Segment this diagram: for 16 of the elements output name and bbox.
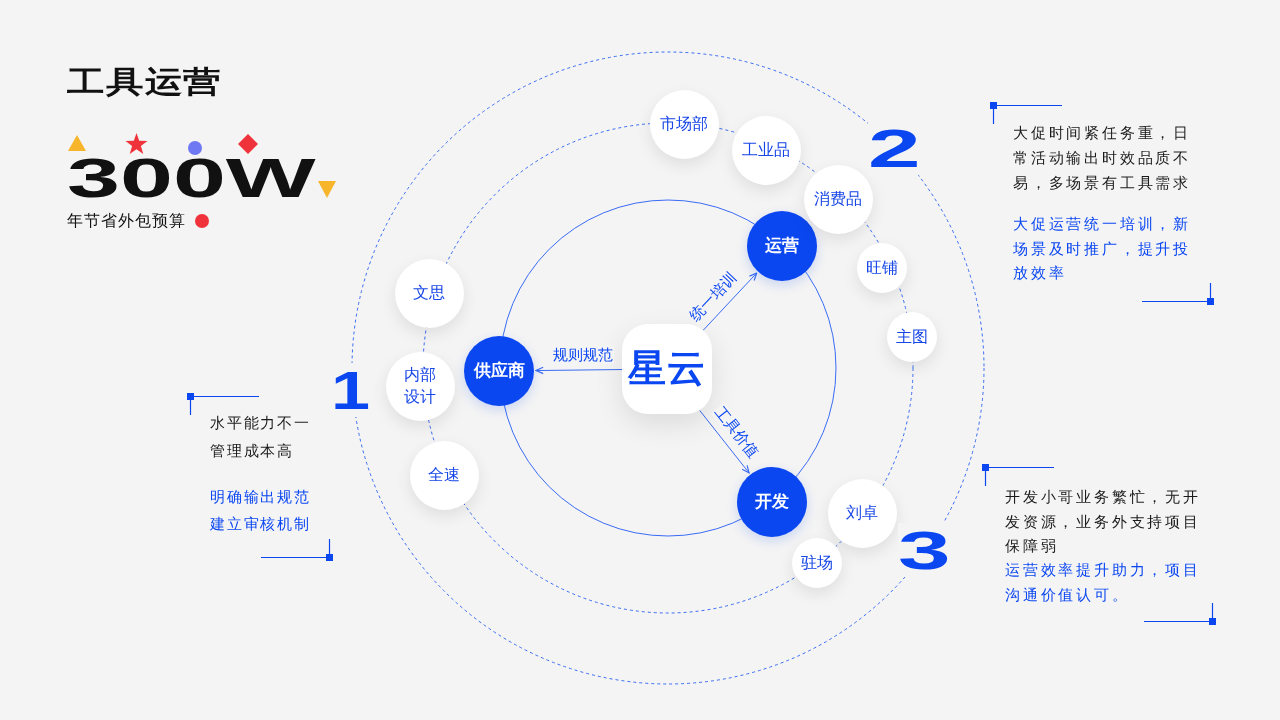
section-number: 2 [868,121,921,175]
solution-text: 大促运营统一培训，新场景及时推广，提升投放效率 [1013,214,1192,283]
solution-text: 明确输出规范建立审核机制 [210,487,312,534]
solution-text: 运营效率提升助力，项目沟通价值认可。 [1005,560,1202,605]
edge-label: 规则规范 [551,345,614,365]
arrow [702,272,758,331]
arrow [699,409,750,474]
figure-caption: 年节省外包预算 [67,211,186,231]
problem-text: 水平能力不一管理成本高 [210,413,312,461]
section-number: 3 [898,523,951,577]
problem-text: 大促时间紧任务重，日常活动输出时效品质不易，多场景有工具需求 [1013,123,1192,193]
problem-text: 开发小哥业务繁忙，无开发资源，业务外支持项目保障弱 [1005,487,1202,556]
arrow [535,366,623,375]
big-figure: 300W [67,150,316,206]
hub-tile: 星云 [622,324,712,414]
page-title: 工具运营 [67,67,222,97]
